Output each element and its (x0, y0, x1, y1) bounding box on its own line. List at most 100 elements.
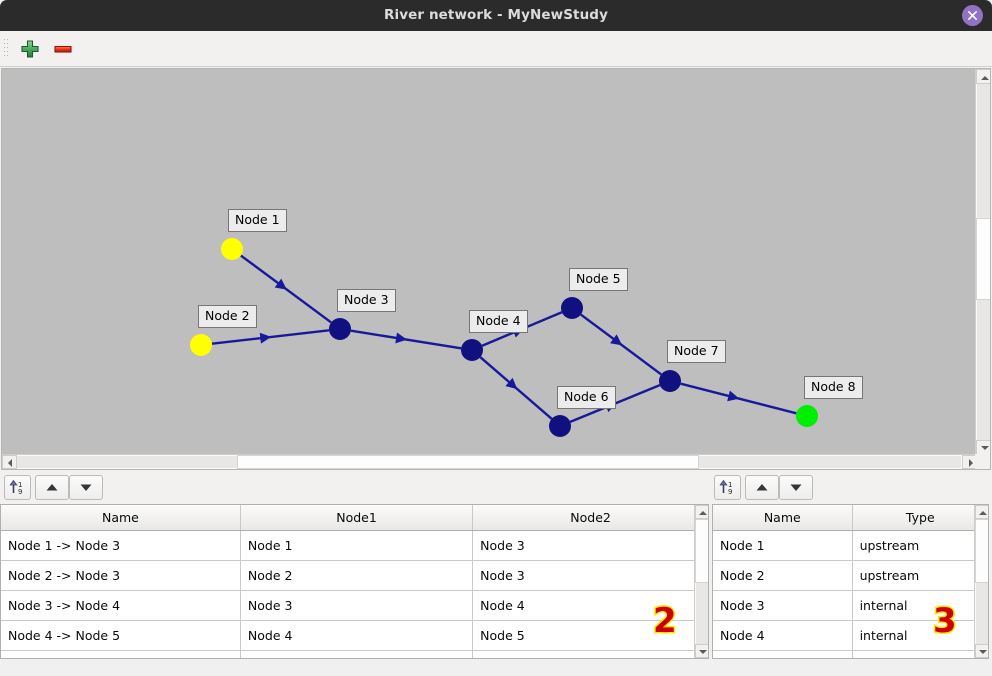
node-empty-cell[interactable] (713, 650, 853, 658)
reaches-move-up-button[interactable] (35, 475, 69, 500)
graph-node-label-node-2[interactable]: Node 2 (198, 305, 257, 328)
graph-node-label-node-7[interactable]: Node 7 (667, 340, 726, 363)
toolbar-grip[interactable] (4, 39, 9, 59)
graph-node-node-6[interactable] (549, 415, 571, 437)
nodes-sort-button[interactable]: 1 9 (714, 475, 741, 500)
main-toolbar (0, 31, 992, 67)
reach-cell[interactable]: Node 5 (472, 620, 708, 651)
svg-text:9: 9 (728, 488, 732, 496)
reach-cell[interactable]: Node 3 (472, 560, 708, 591)
node-cell[interactable]: internal (852, 590, 988, 621)
graph-node-node-1[interactable] (221, 238, 243, 260)
scroll-left-arrow[interactable] (2, 455, 17, 469)
reach-column-header[interactable]: Name (1, 505, 241, 531)
window-title: River network - MyNewStudy (384, 7, 608, 23)
graph-node-node-8[interactable] (796, 405, 818, 427)
reaches-toolbar: 1 9 (0, 472, 709, 504)
nodes-panel-footer (711, 660, 992, 676)
node-column-header[interactable]: Name (713, 505, 853, 531)
graph-node-node-4[interactable] (461, 339, 483, 361)
scroll-up-arrow[interactable] (976, 69, 990, 84)
reach-empty-cell[interactable] (1, 650, 241, 658)
delete-minus-icon[interactable] (51, 37, 75, 61)
node-empty-row[interactable] (713, 650, 988, 658)
node-column-header[interactable]: Type (852, 505, 988, 531)
reach-cell[interactable]: Node 1 (240, 530, 474, 561)
graph-node-label-node-5[interactable]: Node 5 (569, 268, 628, 291)
graph-node-label-node-8[interactable]: Node 8 (804, 376, 863, 399)
reach-cell[interactable]: Node 4 (240, 620, 474, 651)
reaches-scroll-down-arrow[interactable] (695, 644, 708, 658)
nodes-vscroll-thumb[interactable] (975, 519, 988, 583)
reach-empty-row[interactable] (1, 650, 708, 658)
diagram-vscroll-thumb[interactable] (976, 218, 990, 300)
node-cell[interactable]: upstream (852, 530, 988, 561)
close-icon[interactable] (962, 5, 983, 26)
nodes-table-scrollbar[interactable] (974, 505, 988, 658)
nodes-move-down-button[interactable] (779, 475, 813, 500)
reach-cell[interactable]: Node 3 -> Node 4 (1, 590, 241, 621)
reach-cell[interactable]: Node 4 (472, 590, 708, 621)
reaches-move-down-button[interactable] (69, 475, 103, 500)
reach-cell[interactable]: Node 2 -> Node 3 (1, 560, 241, 591)
node-empty-cell[interactable] (852, 650, 988, 658)
svg-text:1: 1 (728, 481, 732, 489)
graph-node-label-node-1[interactable]: Node 1 (228, 209, 287, 232)
diagram-horizontal-scrollbar[interactable] (2, 454, 977, 469)
graph-node-label-node-4[interactable]: Node 4 (469, 310, 528, 333)
nodes-scroll-up-arrow[interactable] (975, 505, 988, 519)
reach-column-header[interactable]: Node1 (240, 505, 474, 531)
reaches-sort-button[interactable]: 1 9 (4, 475, 31, 500)
graph-node-node-7[interactable] (659, 370, 681, 392)
reach-cell[interactable]: Node 3 (240, 590, 474, 621)
reach-column-header[interactable]: Node2 (472, 505, 708, 531)
nodes-move-up-button[interactable] (745, 475, 779, 500)
node-cell[interactable]: Node 4 (713, 620, 853, 651)
diagram-hscroll-thumb[interactable] (237, 455, 699, 469)
reach-empty-cell[interactable] (240, 650, 474, 658)
reach-cell[interactable]: Node 1 -> Node 3 (1, 530, 241, 561)
node-cell[interactable]: internal (852, 620, 988, 651)
reach-cell[interactable]: Node 2 (240, 560, 474, 591)
scroll-right-arrow[interactable] (962, 455, 977, 469)
reach-cell[interactable]: Node 4 -> Node 5 (1, 620, 241, 651)
reaches-panel-footer (0, 660, 709, 676)
graph-node-node-2[interactable] (190, 334, 212, 356)
scroll-down-arrow[interactable] (976, 440, 990, 455)
graph-node-label-node-3[interactable]: Node 3 (337, 289, 396, 312)
reach-empty-cell[interactable] (472, 650, 708, 658)
node-cell[interactable]: Node 1 (713, 530, 853, 561)
graph-node-label-node-6[interactable]: Node 6 (557, 386, 616, 409)
network-diagram-panel: Node 1 Node 2 Node 3 Node 4 Node 5 Node 6 Node… (1, 68, 991, 470)
graph-node-node-3[interactable] (329, 318, 351, 340)
reaches-table-scrollbar[interactable] (694, 505, 708, 658)
nodes-toolbar: 1 9 (711, 472, 992, 504)
svg-text:9: 9 (18, 488, 22, 496)
node-cell[interactable]: Node 2 (713, 560, 853, 591)
node-cell[interactable]: Node 3 (713, 590, 853, 621)
network-diagram-canvas[interactable]: Node 1 Node 2 Node 3 Node 4 Node 5 Node 6 Node… (2, 69, 977, 455)
graph-node-node-5[interactable] (561, 297, 583, 319)
reaches-scroll-up-arrow[interactable] (695, 505, 708, 519)
node-cell[interactable]: upstream (852, 560, 988, 591)
reaches-vscroll-thumb[interactable] (695, 519, 708, 583)
diagram-vertical-scrollbar[interactable] (975, 69, 990, 455)
add-plus-icon[interactable] (18, 37, 42, 61)
svg-text:1: 1 (18, 481, 22, 489)
nodes-scroll-down-arrow[interactable] (975, 644, 988, 658)
reach-cell[interactable]: Node 3 (472, 530, 708, 561)
